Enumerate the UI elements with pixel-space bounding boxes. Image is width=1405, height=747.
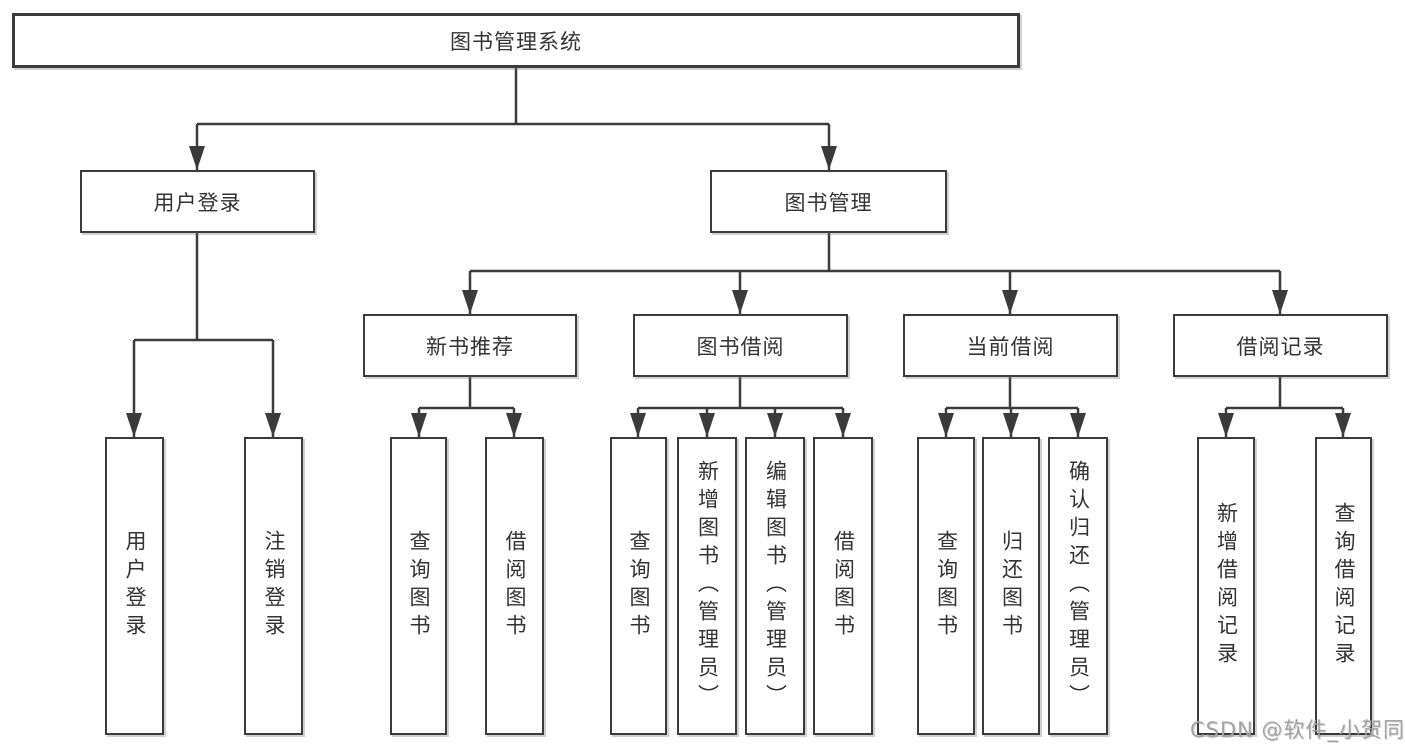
leaf-confirm-return-admin: 确认归还（管理员）: [1048, 437, 1108, 735]
node-root-system: 图书管理系统: [12, 13, 1020, 68]
node-user-login: 用户登录: [80, 170, 315, 233]
csdn-watermark: CSDN @软件_小贺同学: [1190, 718, 1405, 742]
leaf-query-books-current: 查询图书: [917, 437, 975, 735]
leaf-query-borrow-record: 查询借阅记录: [1315, 437, 1372, 735]
leaf-borrow-books: 借阅图书: [813, 437, 873, 735]
leaf-add-borrow-record: 新增借阅记录: [1197, 437, 1255, 735]
leaf-add-book-admin: 新增图书（管理员）: [677, 437, 737, 735]
leaf-query-books-borrowing: 查询图书: [610, 437, 667, 735]
leaf-edit-book-admin: 编辑图书（管理员）: [745, 437, 805, 735]
leaf-borrow-books-recommend: 借阅图书: [485, 437, 544, 735]
leaf-query-books-recommend: 查询图书: [390, 437, 447, 735]
node-borrow-records: 借阅记录: [1173, 314, 1388, 377]
node-current-borrowing: 当前借阅: [903, 314, 1118, 377]
node-new-book-recommend: 新书推荐: [363, 314, 577, 377]
leaf-user-login: 用户登录: [105, 437, 164, 735]
leaf-return-books: 归还图书: [982, 437, 1040, 735]
node-book-borrowing: 图书借阅: [633, 314, 848, 377]
leaf-logout: 注销登录: [244, 437, 303, 735]
node-book-management: 图书管理: [710, 170, 947, 233]
